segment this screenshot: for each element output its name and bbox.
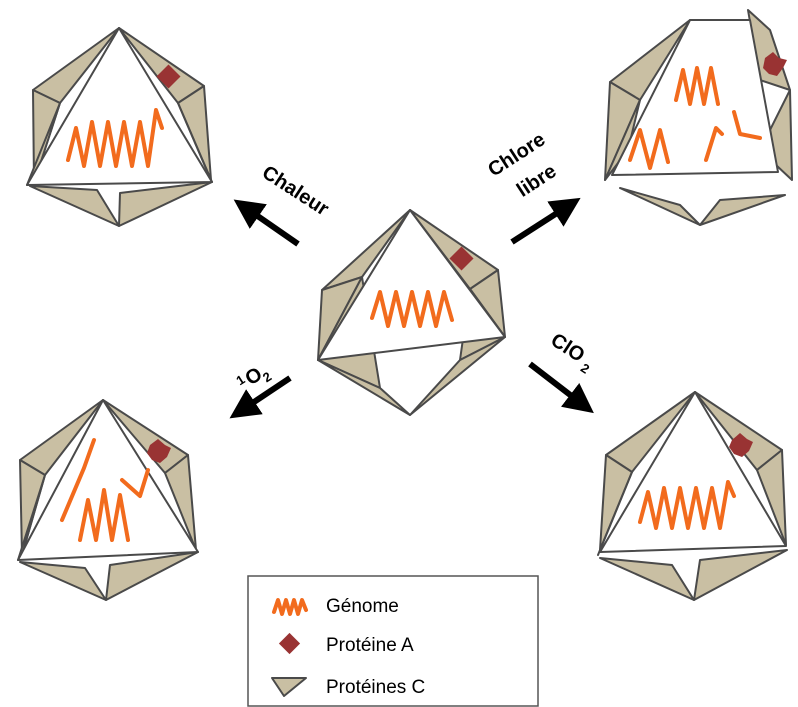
protein-a-chlorine-dioxide <box>729 433 753 457</box>
arrow-chlorine-dioxide <box>528 361 594 414</box>
virus-singlet-oxygen <box>17 399 199 601</box>
legend: Génome Protéine A Protéines C <box>247 575 539 707</box>
genome-intact <box>370 290 454 328</box>
arrow-free-chlorine <box>510 197 581 245</box>
capsid-proteins-c <box>317 209 506 416</box>
capsid-chlorine-dioxide <box>597 391 788 601</box>
legend-genome-icon <box>272 598 308 616</box>
chlorine-dioxide-base: ClO <box>547 329 589 367</box>
protein-a-intact <box>449 246 474 271</box>
legend-genome-label: Génome <box>326 596 399 617</box>
genome-free-chlorine-3 <box>704 126 724 162</box>
arrow-heat <box>233 199 300 247</box>
label-chlorine-dioxide: ClO 2 <box>547 329 593 377</box>
arrow-singlet-oxygen <box>229 375 292 419</box>
genome-free-chlorine-4 <box>732 110 762 140</box>
label-free-chlorine-line2: libre <box>513 160 560 201</box>
chlorine-dioxide-sub: 2 <box>578 360 592 377</box>
label-heat: Chaleur <box>258 161 333 220</box>
virus-chlorine-dioxide <box>597 391 788 601</box>
protein-a-heat <box>156 64 181 89</box>
capsid-heat <box>26 27 213 227</box>
legend-protein-a-icon <box>278 632 301 655</box>
virus-intact <box>317 209 506 416</box>
legend-proteins-c-label: Protéines C <box>326 677 425 698</box>
virus-heat <box>26 27 213 227</box>
capsid-singlet-oxygen <box>17 399 199 601</box>
genome-singlet-oxygen-3 <box>120 468 150 498</box>
legend-proteins-c-icon <box>271 677 307 697</box>
protein-a-free-chlorine <box>763 52 787 76</box>
genome-chlorine-dioxide <box>638 480 736 530</box>
genome-singlet-oxygen-2 <box>60 438 96 522</box>
capsid-free-chlorine <box>604 9 793 226</box>
virus-free-chlorine <box>604 9 793 226</box>
genome-free-chlorine-1 <box>674 66 720 106</box>
legend-protein-a-label: Protéine A <box>326 635 414 656</box>
protein-a-singlet-oxygen <box>147 439 171 463</box>
genome-heat <box>66 108 164 168</box>
genome-singlet-oxygen-1 <box>78 488 130 542</box>
genome-free-chlorine-2 <box>628 128 670 170</box>
